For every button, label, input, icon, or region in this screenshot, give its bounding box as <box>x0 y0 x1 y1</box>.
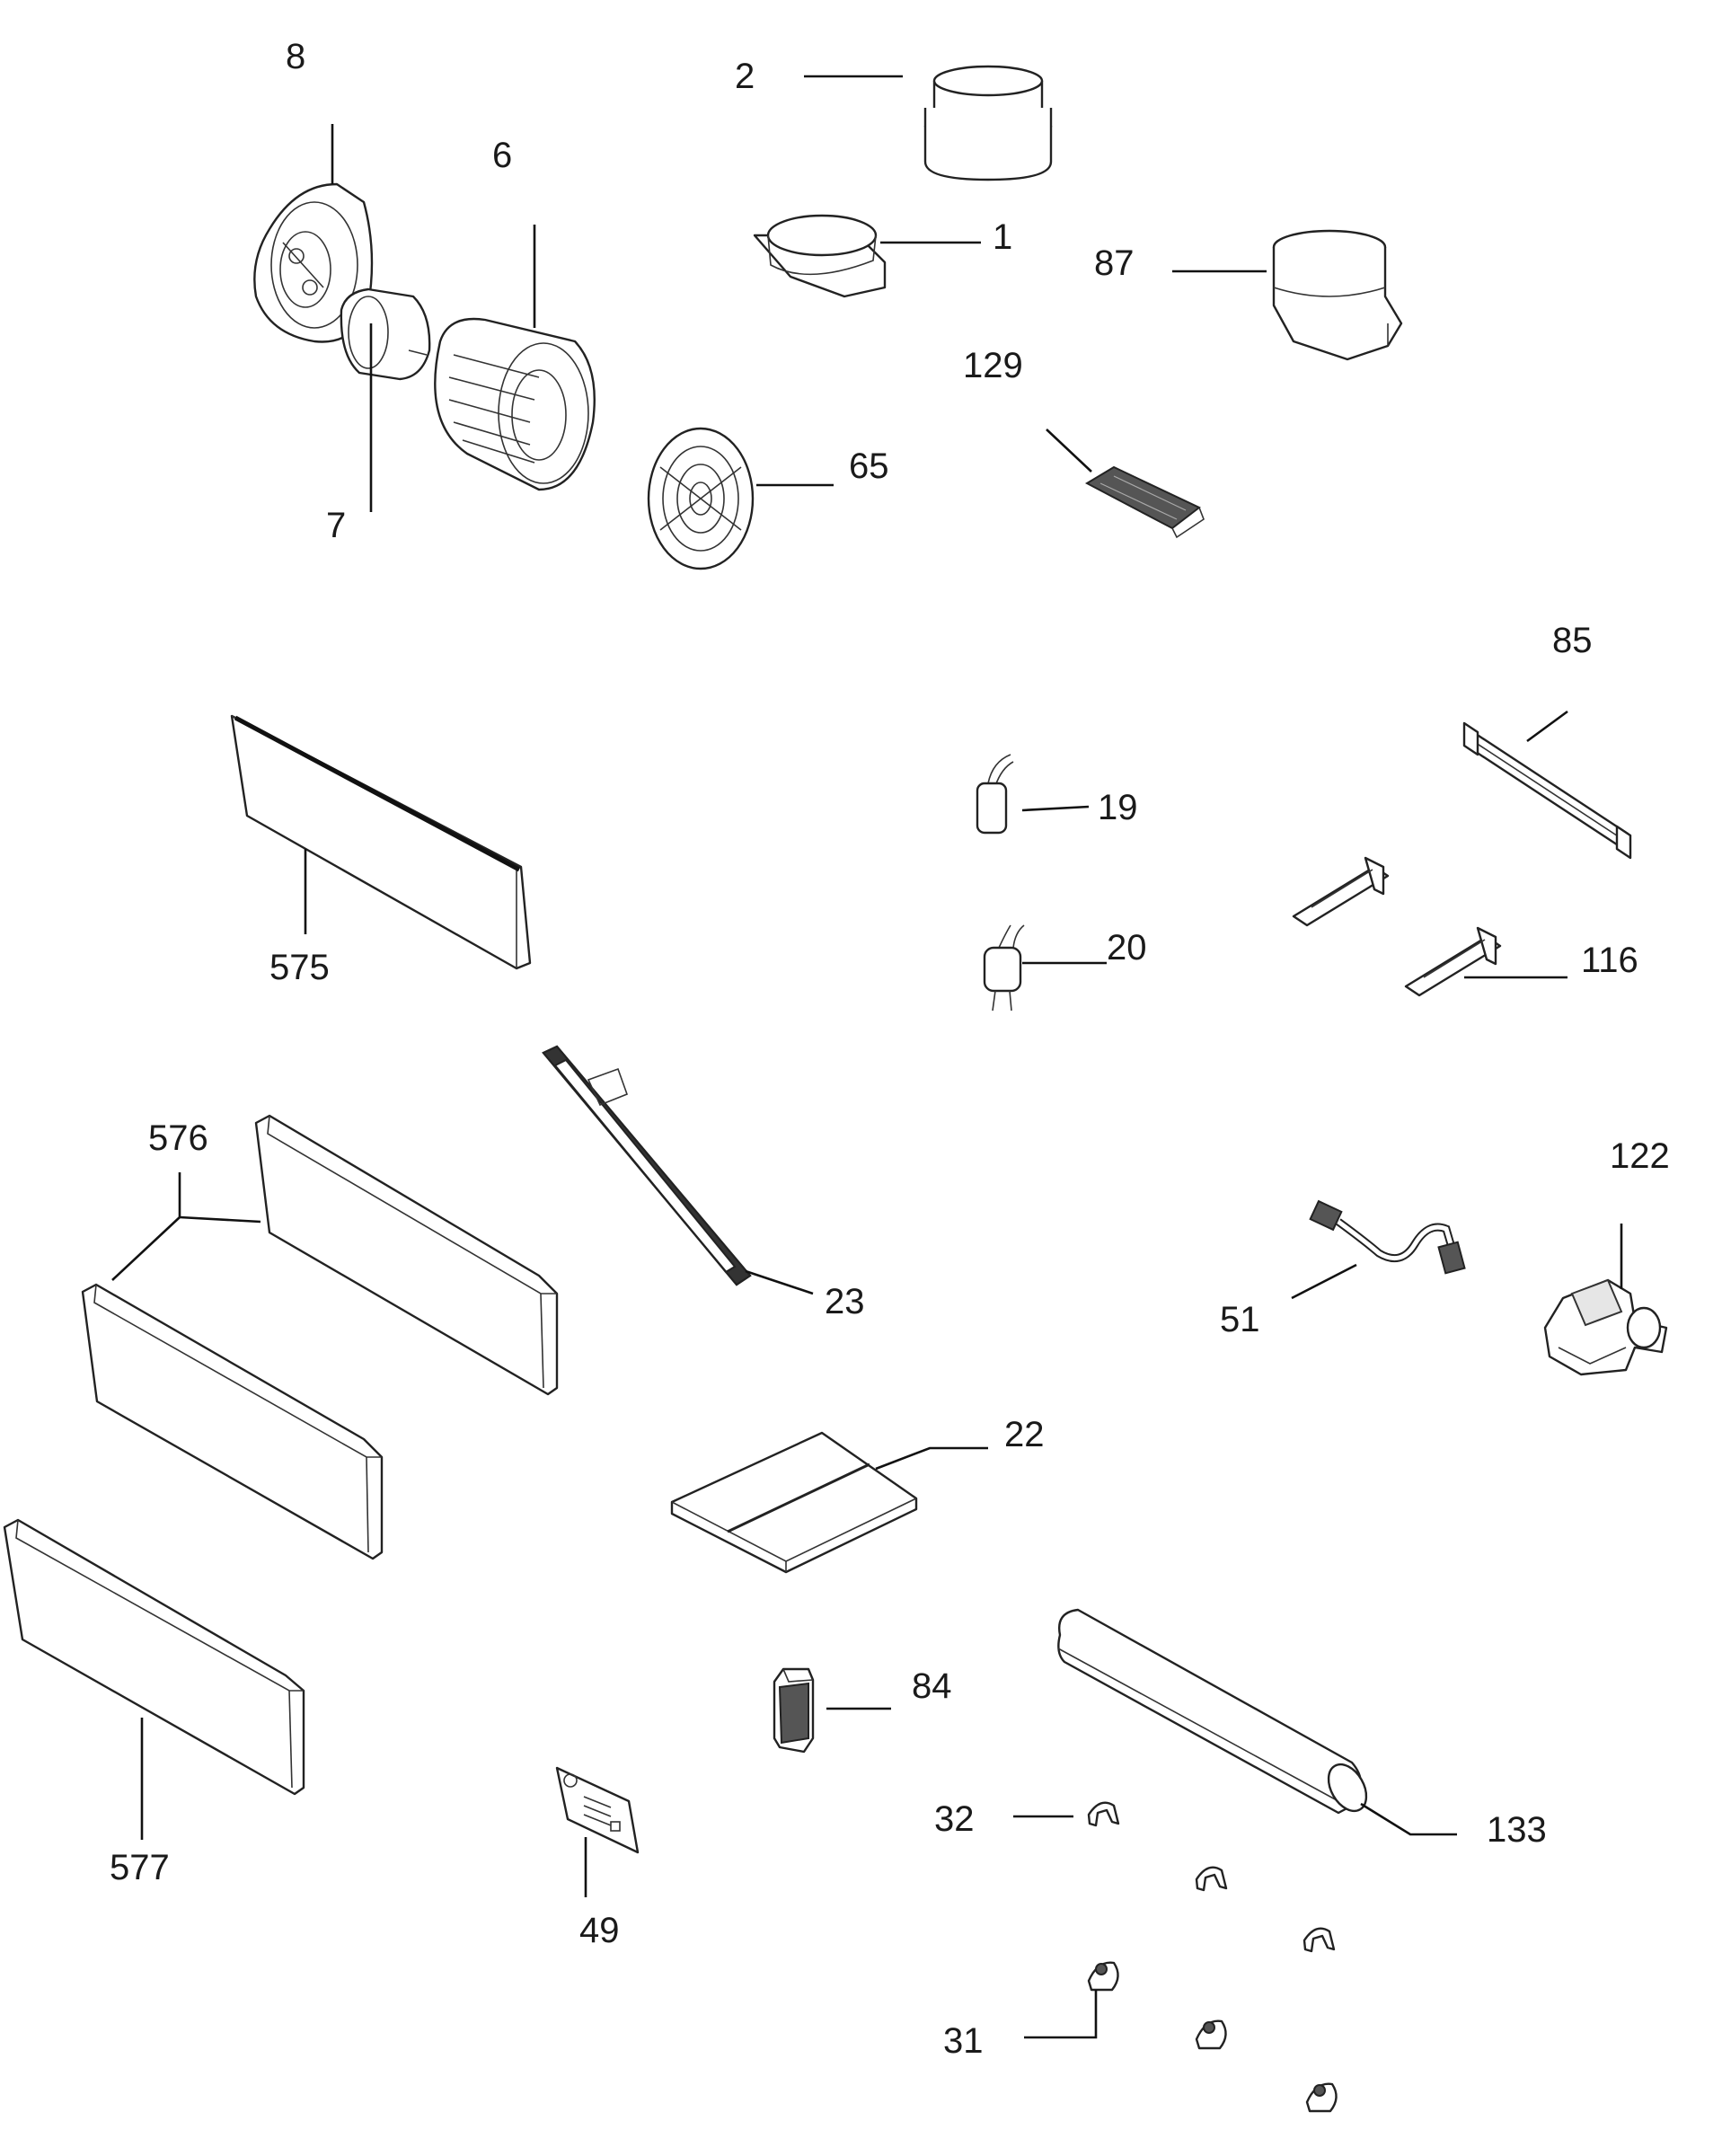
part-84-switch-module <box>773 1667 815 1754</box>
part-49-control-board <box>555 1766 640 1854</box>
part-51-wire-harness <box>1309 1199 1466 1275</box>
part-576-panel-upper <box>254 1114 559 1396</box>
label-part-2: 2 <box>735 57 755 96</box>
leader-lines <box>111 75 1623 2039</box>
part-19-capacitor <box>976 754 1014 835</box>
part-575-panel <box>230 714 532 970</box>
label-part-84: 84 <box>912 1666 952 1706</box>
part-22-glass-panel <box>670 1431 918 1574</box>
part-32-clip <box>1303 1927 1336 1953</box>
part-1-damper-collar <box>753 214 887 298</box>
label-part-23: 23 <box>825 1282 865 1321</box>
part-6-blower-wheel <box>434 317 596 491</box>
part-7-motor <box>340 287 431 381</box>
label-part-85: 85 <box>1552 621 1593 660</box>
label-part-577: 577 <box>110 1848 170 1887</box>
label-part-6: 6 <box>492 136 512 175</box>
part-85-mounting-rail <box>1462 721 1632 860</box>
label-part-65: 65 <box>849 446 889 486</box>
label-part-116: 116 <box>1581 941 1638 980</box>
label-part-32: 32 <box>934 1799 975 1839</box>
part-133-light-bar <box>1057 1608 1368 1815</box>
label-part-122: 122 <box>1610 1136 1670 1176</box>
part-577-panel-lower <box>3 1518 305 1796</box>
part-23-grease-filter <box>542 1045 752 1286</box>
part-65-fan-grille <box>647 427 755 570</box>
label-part-19: 19 <box>1098 788 1138 827</box>
label-part-87: 87 <box>1094 243 1135 283</box>
label-part-8: 8 <box>286 37 305 76</box>
part-32-clip <box>1087 1801 1120 1827</box>
part-116-bracket-upper <box>1292 856 1390 927</box>
label-part-20: 20 <box>1107 928 1147 968</box>
label-part-575: 575 <box>269 948 330 987</box>
part-116-bracket-lower <box>1404 926 1502 997</box>
part-2-duct-ring <box>923 65 1053 181</box>
part-31-lamp-holder <box>1305 2082 1338 2113</box>
label-part-576: 576 <box>148 1118 208 1158</box>
part-87-damper-housing <box>1272 229 1403 361</box>
part-31-lamp-holder <box>1195 2019 1227 2050</box>
part-20-capacitor <box>983 924 1025 1012</box>
label-part-1: 1 <box>993 217 1012 257</box>
label-part-7: 7 <box>326 506 346 545</box>
label-part-51: 51 <box>1220 1300 1260 1339</box>
label-part-49: 49 <box>579 1911 620 1950</box>
label-part-129: 129 <box>963 346 1023 385</box>
label-part-31: 31 <box>943 2021 984 2061</box>
part-32-clip <box>1195 1866 1228 1892</box>
part-31-lamp-holder <box>1087 1961 1119 1992</box>
part-129-charcoal-filter <box>1084 465 1205 539</box>
label-part-133: 133 <box>1487 1810 1547 1850</box>
part-122-switch-assembly <box>1543 1278 1668 1376</box>
part-576-panel-middle <box>81 1283 384 1560</box>
label-part-22: 22 <box>1004 1415 1045 1454</box>
